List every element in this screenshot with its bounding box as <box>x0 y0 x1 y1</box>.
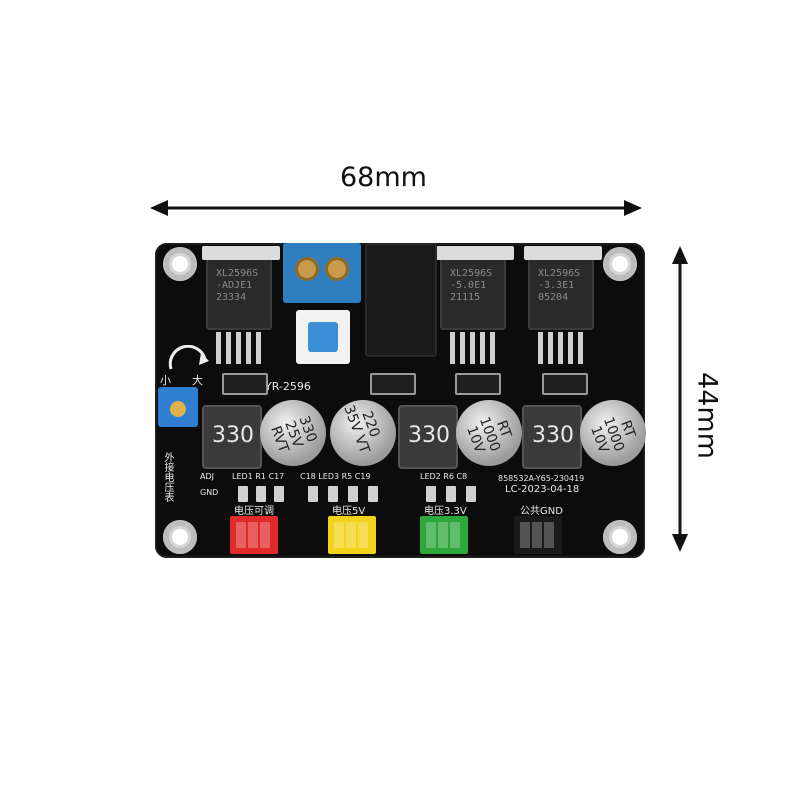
smd-part <box>446 486 456 502</box>
mount-hole-br <box>603 520 637 554</box>
smd-part <box>426 486 436 502</box>
inductor: 330 <box>398 405 458 469</box>
adj-label: ADJ <box>200 472 214 481</box>
smd-part <box>328 486 338 502</box>
smd-part <box>238 486 248 502</box>
capacitor: RT 1000 10V <box>580 400 646 466</box>
mount-hole-bl <box>163 520 197 554</box>
screw-terminal <box>283 243 361 303</box>
smd-part <box>308 486 318 502</box>
header-5v <box>328 516 376 554</box>
mount-hole-tr <box>603 247 637 281</box>
diode <box>222 373 268 395</box>
diode <box>370 373 416 395</box>
capacitor: 220 35V VT <box>330 400 396 466</box>
out-5v-label: 电压5V <box>332 506 366 517</box>
inductor: 330 <box>202 405 262 469</box>
capacitor: RT 1000 10V <box>456 400 522 466</box>
board-model: YR-2596 <box>265 380 311 393</box>
potentiometer <box>158 387 198 427</box>
smd-part <box>256 486 266 502</box>
regulator-5v: XL2596S -5.0E1 21115 <box>436 246 514 364</box>
out-gnd-label: 公共GND <box>520 506 563 517</box>
external-meter-label: 外接电压表 <box>162 452 173 502</box>
header-adj <box>230 516 278 554</box>
gnd-label: GND <box>200 488 219 497</box>
header-gnd <box>514 516 562 554</box>
dc-jack <box>365 243 437 357</box>
rotate-arrow-icon <box>168 345 209 370</box>
regulator-3v3: XL2596S -3.3E1 05204 <box>524 246 602 364</box>
out-3v3-label: 电压3.3V <box>424 506 467 517</box>
led-row1-label: LED1 R1 C17 <box>232 472 285 481</box>
regulator-adj: XL2596S -ADJE1 23334 <box>202 246 280 364</box>
mount-hole-tl <box>163 247 197 281</box>
pot-large-label: 大 <box>192 374 203 387</box>
capacitor: 330 25V RVT <box>260 400 326 466</box>
smd-part <box>348 486 358 502</box>
push-button <box>296 310 350 364</box>
screw-icon <box>295 257 319 281</box>
width-label: 68mm <box>340 162 427 193</box>
diode <box>455 373 501 395</box>
out-adj-label: 电压可调 <box>234 506 274 517</box>
date-code: LC-2023-04-18 <box>505 484 580 495</box>
inductor: 330 <box>522 405 582 469</box>
smd-part <box>368 486 378 502</box>
smd-part <box>274 486 284 502</box>
smd-part <box>466 486 476 502</box>
diode <box>542 373 588 395</box>
pot-small-label: 小 <box>160 374 171 387</box>
header-3v3 <box>420 516 468 554</box>
screw-icon <box>325 257 349 281</box>
led-row2-label: C18 LED3 R5 C19 <box>300 472 371 481</box>
led-row3-label: LED2 R6 C8 <box>420 472 468 481</box>
batch-code: 858532A-Y65-230419 <box>498 474 585 483</box>
